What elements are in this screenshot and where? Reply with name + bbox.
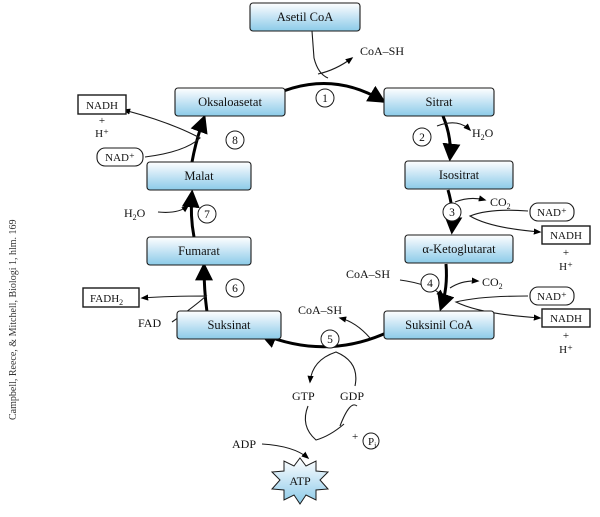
- acetyl-input-line: [311, 30, 329, 79]
- co2-label-3: CO2: [490, 195, 511, 211]
- gdp-label: GDP: [340, 389, 364, 403]
- gtp-return-line: [304, 405, 345, 441]
- arrow-step-6: [195, 262, 214, 313]
- isocitrate-label: Isositrat: [439, 168, 480, 182]
- water-label-2: H2O: [472, 126, 494, 142]
- step-3-number: 3: [449, 207, 455, 219]
- step-3-circle: [442, 202, 462, 222]
- succinate-box: [176, 310, 282, 340]
- nadh-label-3: NADH: [550, 230, 582, 242]
- pi-circle: [362, 432, 380, 450]
- step-8-circle: [225, 130, 245, 150]
- nad-box-3: [529, 202, 575, 222]
- gdp-gtp-arrow: [307, 351, 357, 387]
- adp-label: ADP: [232, 437, 256, 451]
- plus-8: +: [99, 115, 105, 127]
- step-2-number: 2: [419, 132, 425, 144]
- nad-reduction-arrow-3: [122, 108, 201, 158]
- pi-label: Pi: [368, 436, 377, 450]
- nad-label-4: NAD⁺: [537, 291, 567, 303]
- co2-out-arrow-1: [454, 195, 487, 203]
- succinylcoa-label: Suksinil CoA: [405, 318, 473, 332]
- step-5-circle: [320, 329, 340, 349]
- gtp-label: GTP: [292, 389, 315, 403]
- citrate-box: [383, 87, 495, 117]
- step-7-circle: [197, 204, 217, 224]
- coash-label-5: CoA–SH: [298, 303, 342, 317]
- malate-box: [146, 161, 252, 191]
- nad-reduction-arrow-2: [454, 295, 542, 321]
- atp-label: ATP: [289, 474, 311, 488]
- step-2-circle: [412, 127, 432, 147]
- arrow-step-7: [181, 189, 200, 238]
- plus-4: +: [563, 330, 569, 342]
- coash-out-arrow-1: [317, 57, 354, 75]
- pi-in-line: [339, 404, 358, 427]
- step-6-number: 6: [232, 283, 238, 295]
- adp-atp-arrow: [261, 443, 310, 460]
- nadh-box-8: [77, 94, 127, 115]
- nad-reduction-arrow-1: [468, 209, 542, 235]
- step-7-number: 7: [204, 209, 210, 221]
- nad-box-4: [529, 286, 575, 306]
- plus-3: +: [563, 247, 569, 259]
- credit-text: Campbell, Reece, & Mitchell, Biologi 1, …: [8, 219, 19, 420]
- fumarate-box: [146, 236, 252, 266]
- co2-label-4: CO2: [482, 275, 503, 291]
- step-5-number: 5: [327, 334, 333, 346]
- oxaloacetate-box: [174, 87, 286, 117]
- ketoglutarate-box: [404, 234, 514, 264]
- fad-label: FAD: [138, 316, 161, 330]
- arrow-step-4: [437, 263, 455, 312]
- step-6-circle: [225, 278, 245, 298]
- fumarate-label: Fumarat: [178, 244, 220, 258]
- arrow-step-2: [441, 115, 461, 162]
- step-8-number: 8: [232, 135, 238, 147]
- isocitrate-box: [404, 160, 514, 190]
- malate-label: Malat: [184, 169, 214, 183]
- citrate-label: Sitrat: [425, 95, 453, 109]
- coash-out-arrow-2: [338, 316, 371, 339]
- hplus-8: H⁺: [95, 128, 109, 140]
- nad-label-3: NAD⁺: [537, 207, 567, 219]
- hplus-3: H⁺: [559, 261, 573, 273]
- nad-label-8: NAD⁺: [105, 152, 135, 164]
- nadh-label-4: NADH: [550, 313, 582, 325]
- plus-pi: +: [352, 431, 358, 443]
- step-4-circle: [420, 273, 440, 293]
- water-label-7: H2O: [124, 206, 146, 222]
- acetyl-coa-label: Asetil CoA: [277, 10, 334, 24]
- step-4-number: 4: [427, 278, 433, 290]
- succinate-label: Suksinat: [207, 318, 251, 332]
- coash-label-4: CoA–SH: [346, 267, 390, 281]
- nadh-box-3: [541, 225, 591, 245]
- nadh-label-8: NADH: [86, 100, 118, 112]
- water-out-arrow: [436, 122, 472, 132]
- fadh2-box: [82, 287, 140, 308]
- fadh2-label: FADH2: [90, 293, 123, 307]
- nadh-box-4: [541, 308, 591, 328]
- water-in-arrow: [157, 205, 190, 213]
- step-1-number: 1: [322, 93, 328, 105]
- oxaloacetate-label: Oksaloasetat: [198, 95, 262, 109]
- succinylcoa-box: [383, 310, 495, 340]
- ketoglutarate-label: α-Ketoglutarat: [422, 242, 496, 256]
- nad-box-8: [96, 147, 144, 167]
- co2-out-arrow-2: [449, 277, 480, 289]
- atp-starburst: [270, 457, 330, 505]
- step-1-circle: [315, 88, 335, 108]
- acetyl-coa-box: [249, 2, 361, 32]
- hplus-4: H⁺: [559, 344, 573, 356]
- coash-label-top: CoA–SH: [360, 44, 404, 58]
